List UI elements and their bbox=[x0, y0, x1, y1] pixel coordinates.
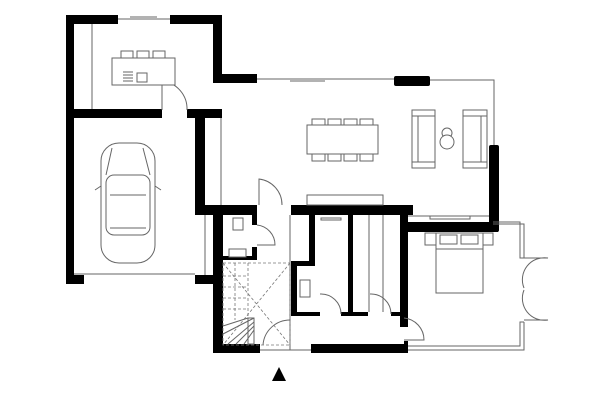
doors bbox=[161, 80, 549, 346]
sideboard bbox=[306, 194, 384, 206]
bathroom-fixtures bbox=[228, 217, 311, 298]
entrance-arrow-icon bbox=[272, 367, 286, 381]
sofas bbox=[411, 109, 488, 169]
kitchen-island bbox=[111, 50, 176, 86]
furniture bbox=[94, 50, 494, 298]
thin-lines bbox=[74, 16, 525, 351]
bed bbox=[424, 232, 494, 294]
dining-table bbox=[306, 118, 379, 162]
stairs bbox=[222, 262, 291, 346]
walls bbox=[66, 15, 499, 353]
car bbox=[94, 142, 162, 264]
